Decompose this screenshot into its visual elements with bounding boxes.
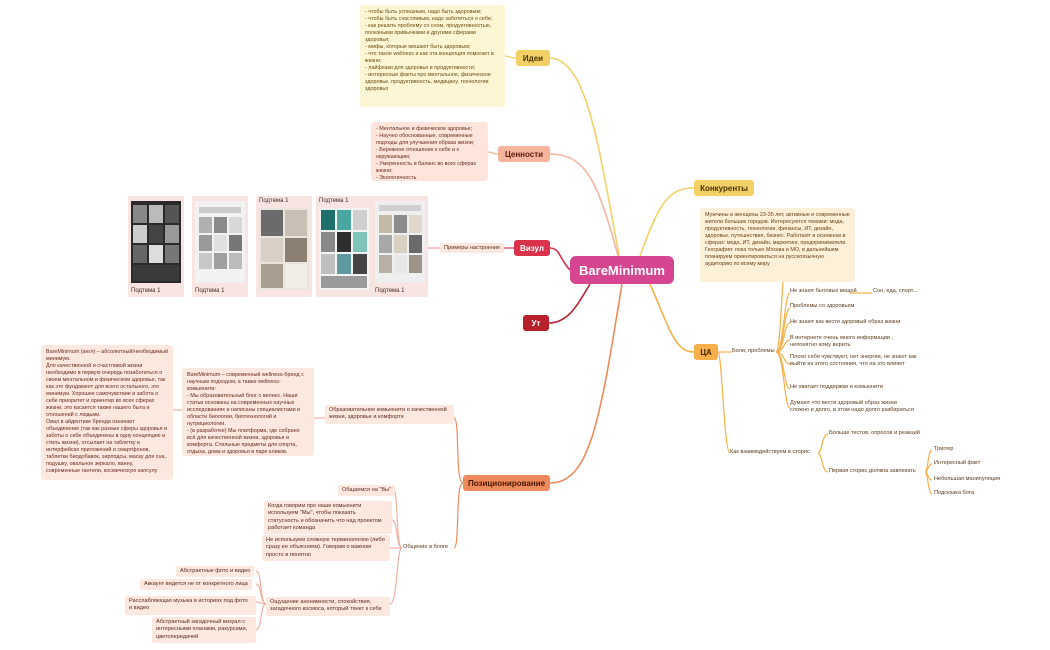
mood-image-icon (195, 201, 245, 283)
mood-thumb[interactable]: Подтема 1 (128, 196, 184, 297)
mood-image-icon (259, 208, 309, 290)
branch-visual[interactable]: Визул (514, 240, 550, 256)
thumb-caption: Подтема 1 (131, 288, 161, 294)
link-ideas (549, 57, 623, 271)
ca-pains-label[interactable]: Боли, проблемы (732, 348, 775, 354)
branch-positioning[interactable]: Позиционирование (463, 475, 550, 491)
mood-item[interactable]: Абстрактный загадочный визуал с интересн… (152, 617, 256, 643)
ideas-text-box[interactable]: - чтобы быть успешным, надо быть здоровы… (360, 5, 505, 107)
mood-item[interactable]: Аккаунт ведется не от конкретного лица (140, 579, 252, 591)
ca-pain-item[interactable]: Не знают как вести здоровый образ жизни (790, 319, 901, 325)
mood-thumb[interactable]: Подтема 1 (372, 196, 428, 297)
thumb-caption: Подтема 1 (195, 288, 225, 294)
mood-thumb[interactable]: Подтема 1 (256, 196, 312, 297)
ca-hook-item[interactable]: Подсказка бота (934, 490, 975, 496)
thumb-caption: Подтема 1 (319, 198, 349, 204)
ca-hook-item[interactable]: Интересный факт (934, 460, 981, 466)
ca-pain-item[interactable]: Не знают бытовых вещей (790, 288, 857, 294)
link-ut (548, 283, 591, 324)
link-ca (649, 283, 695, 353)
ca-pain-item[interactable]: Плохо себя чувствуют, нет энергии, не зн… (790, 354, 917, 368)
branch-ut[interactable]: Ут (523, 315, 549, 331)
ca-pain-item[interactable]: В интернете очень много информации , неп… (790, 335, 894, 349)
link-visual (549, 247, 571, 271)
brand-description-box[interactable]: BareMinimum – современный wellness-бренд… (182, 368, 314, 456)
visual-mood-label[interactable]: Примеры настроение (440, 243, 505, 253)
ca-hook-item[interactable]: Небольшая манипуляция (934, 476, 1001, 482)
link-pos (549, 283, 623, 484)
mood-image-icon (131, 201, 181, 283)
root-node[interactable]: BareMinimum (570, 256, 674, 284)
ca-pain-item[interactable]: Не хватает поддержки и комьюнити (790, 384, 883, 390)
ca-stories-item[interactable]: Больше тестов, опросов и реакций (829, 430, 920, 436)
mood-thumb[interactable]: Подтема 1 (192, 196, 248, 297)
mood-item[interactable]: Абстрактные фото и видео (176, 566, 255, 578)
thumb-caption: Подтема 1 (259, 198, 289, 204)
thumb-caption: Подтема 1 (375, 288, 405, 294)
ca-pain-item[interactable]: Думают что вести здоровый образ жизни сл… (790, 400, 914, 414)
mood-thumb[interactable]: Подтема 1 (316, 196, 372, 297)
comm-item[interactable]: Когда говорим про наше комьюнити использ… (264, 501, 392, 535)
mood-item[interactable]: Расслабляющая музыка в историях под фото… (125, 596, 256, 615)
blog-communication-label[interactable]: Общение в блоге (403, 544, 449, 550)
ca-stories-item[interactable]: Первая сторис должна завлекать (829, 468, 916, 474)
link-values (549, 153, 623, 271)
ca-stories-label[interactable]: Как взаимодействуем в сторис (730, 449, 810, 455)
ca-pain-item[interactable]: Проблемы со здоровьем (790, 303, 855, 309)
branch-ideas[interactable]: Идеи (516, 50, 550, 66)
positioning-edu-label[interactable]: Образовательное комьюнити о качественной… (325, 405, 454, 424)
branch-ca[interactable]: ЦА (694, 344, 718, 360)
comm-item[interactable]: Ощущение анонимности, спокойствия, загад… (266, 597, 390, 616)
brand-name-meaning-box[interactable]: BareMinimum (англ) – абсолютный/необходи… (41, 345, 173, 480)
mood-image-icon (319, 208, 369, 290)
values-text-box[interactable]: - Ментальное и физическое здоровье; - На… (371, 122, 488, 181)
branch-values[interactable]: Ценности (498, 146, 550, 162)
mood-image-icon (375, 201, 425, 283)
comm-item[interactable]: Общаемся на "Вы" (338, 485, 396, 497)
comm-item[interactable]: Не используем сложную терминологию (либо… (262, 535, 390, 561)
ca-hook-item[interactable]: Триггер (934, 446, 954, 452)
link-comp (639, 187, 695, 257)
ca-portrait-box[interactable]: Мужчины и женщины 23-35 лет, активные и … (700, 208, 855, 282)
ca-pain-sub[interactable]: Сон, еда, спорт... (873, 288, 918, 294)
branch-competitors[interactable]: Конкуренты (694, 180, 754, 196)
mood-gallery: Подтема 1 Подтема 1 Подтема 1 Подтема 1 … (128, 196, 428, 298)
